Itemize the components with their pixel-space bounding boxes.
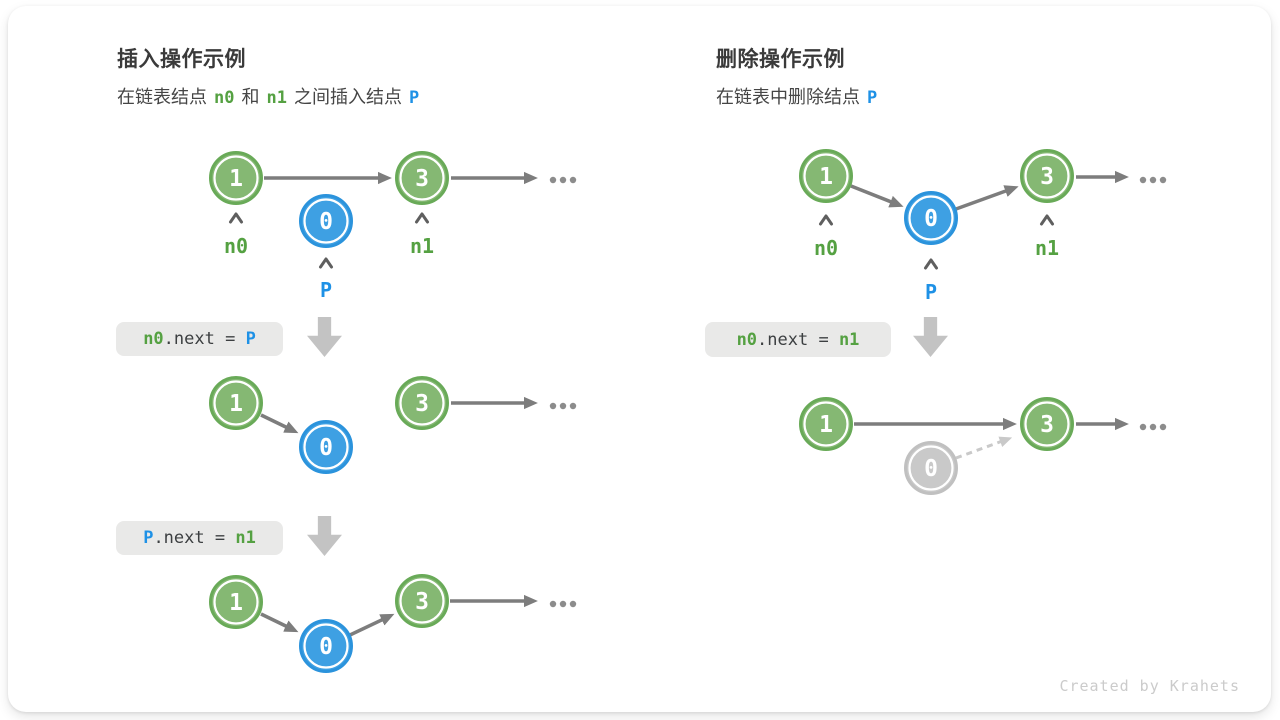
credit-text: Created by Krahets [1059,677,1240,695]
node-p: 0 [904,191,958,245]
caret-up-icon [819,214,833,226]
ellipsis-dots [549,402,577,410]
insert-step3-diagram: 1 3 0 [209,574,577,673]
label-n0: n0 [814,236,838,260]
svg-text:3: 3 [1040,164,1054,190]
node-1: 1 [799,397,853,451]
arrow-p-to-n1 [955,185,1019,211]
caret-up-icon [1040,214,1054,226]
arrow-n0-to-p [260,612,299,633]
caret-up-icon [415,212,429,224]
insert-subtitle-pre: 在链表结点 [117,87,207,107]
svg-text:3: 3 [415,166,429,192]
insert-subtitle-p: P [408,88,420,108]
caret-up-icon [319,257,333,269]
insert-subtitle-n0: n0 [214,88,235,108]
svg-text:1: 1 [819,164,833,190]
code-token-n1: n1 [838,329,860,350]
caret-up-icon [924,258,938,270]
node-p: 0 [299,619,353,673]
svg-text:0: 0 [319,209,333,235]
code-token-n0: n0 [736,329,758,350]
ellipsis-dots [1139,176,1167,184]
svg-text:0: 0 [924,206,938,232]
arrow-p-to-n1 [349,613,395,637]
label-p: P [925,280,937,304]
code-n0-next-p: n0.next = P [116,322,283,356]
delete-title: 删除操作示例 [716,48,845,71]
arrow-n0-to-p [260,413,299,434]
node-3: 3 [395,151,449,205]
delete-subtitle: 在链表中删除结点 P [716,83,884,109]
node-1: 1 [799,149,853,203]
svg-text:1: 1 [229,391,243,417]
code-token-next: .next = [163,329,246,349]
insert-step2-diagram: 1 3 0 [209,376,577,474]
svg-text:3: 3 [415,391,429,417]
svg-text:3: 3 [415,589,429,615]
code-token-n0: n0 [143,329,164,349]
caret-up-icon [229,212,243,224]
insert-title: 插入操作示例 [117,48,246,71]
label-n0: n0 [224,234,248,258]
code-token-n1: n1 [235,528,256,548]
node-3: 3 [395,376,449,430]
delete-step2-diagram: 1 3 0 [799,397,1167,495]
node-p-removed: 0 [904,441,958,495]
code-token-p: P [245,329,256,349]
dashed-arrow-p-to-n1 [955,436,1013,460]
svg-text:0: 0 [924,456,938,482]
insert-step1-diagram: 1 3 0 n0 n1 P [209,151,577,302]
svg-text:1: 1 [229,590,243,616]
svg-text:3: 3 [1040,412,1054,438]
node-1: 1 [209,575,263,629]
code-token-next: .next = [153,528,236,548]
node-3: 3 [1020,397,1074,451]
insert-subtitle: 在链表结点 n0 和 n1 之间插入结点 P [117,83,426,109]
insert-subtitle-post: 之间插入结点 [293,87,402,107]
insert-subtitle-n1: n1 [266,88,287,108]
node-p: 0 [299,194,353,248]
ellipsis-dots [549,176,577,184]
insert-subtitle-mid: 和 [241,87,260,107]
label-n1: n1 [1035,236,1059,260]
label-p: P [320,278,332,302]
node-3: 3 [395,574,449,628]
ellipsis-dots [549,600,577,608]
node-3: 3 [1020,149,1074,203]
node-1: 1 [209,151,263,205]
code-token-next: .next = [757,329,839,350]
svg-text:1: 1 [229,166,243,192]
svg-text:0: 0 [319,435,333,461]
code-token-p: P [143,528,154,548]
svg-text:0: 0 [319,634,333,660]
delete-subtitle-p: P [867,88,878,108]
ellipsis-dots [1139,423,1167,431]
node-p: 0 [299,420,353,474]
code-p-next-n1: P.next = n1 [116,521,283,555]
node-1: 1 [209,376,263,430]
arrow-n0-to-p [850,184,904,208]
label-n1: n1 [410,234,434,258]
delete-subtitle-pre: 在链表中删除结点 [716,87,860,107]
svg-text:1: 1 [819,412,833,438]
delete-step1-diagram: 1 3 0 n0 n1 P [799,149,1167,304]
code-n0-next-n1: n0.next = n1 [705,322,891,357]
